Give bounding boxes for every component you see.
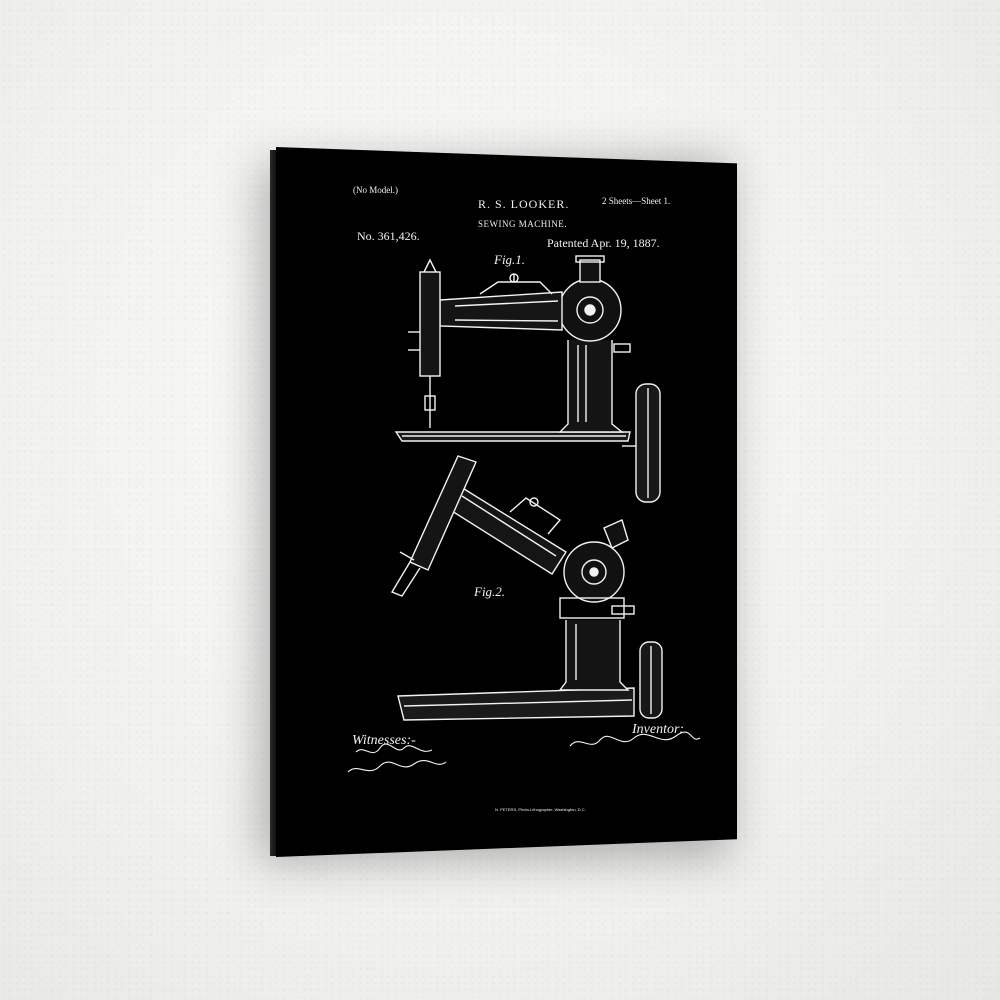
credit-line: N. PETERS, Photo-Lithographer, Washingto… [495, 807, 586, 812]
figure-1-sewing-machine [394, 255, 661, 503]
patent-number: No. 361,426. [357, 229, 420, 243]
sheets-note: 2 Sheets—Sheet 1. [602, 196, 671, 206]
witness-signatures [347, 743, 447, 773]
witnesses-label: Witnesses:- [352, 733, 416, 748]
canvas-side-edge [270, 150, 278, 856]
inventor-signature [569, 731, 701, 747]
figure-2-sewing-machine [390, 455, 663, 721]
inventor-name-header: R. S. LOOKER. [478, 197, 570, 211]
patent-date: Patented Apr. 19, 1887. [547, 236, 660, 250]
figure-1-label: Fig.1. [494, 252, 526, 267]
model-note: (No Model.) [353, 185, 398, 195]
patent-title: SEWING MACHINE. [478, 219, 567, 229]
figure-2-label: Fig.2. [474, 584, 506, 599]
inventor-label: Inventor: [632, 722, 685, 737]
